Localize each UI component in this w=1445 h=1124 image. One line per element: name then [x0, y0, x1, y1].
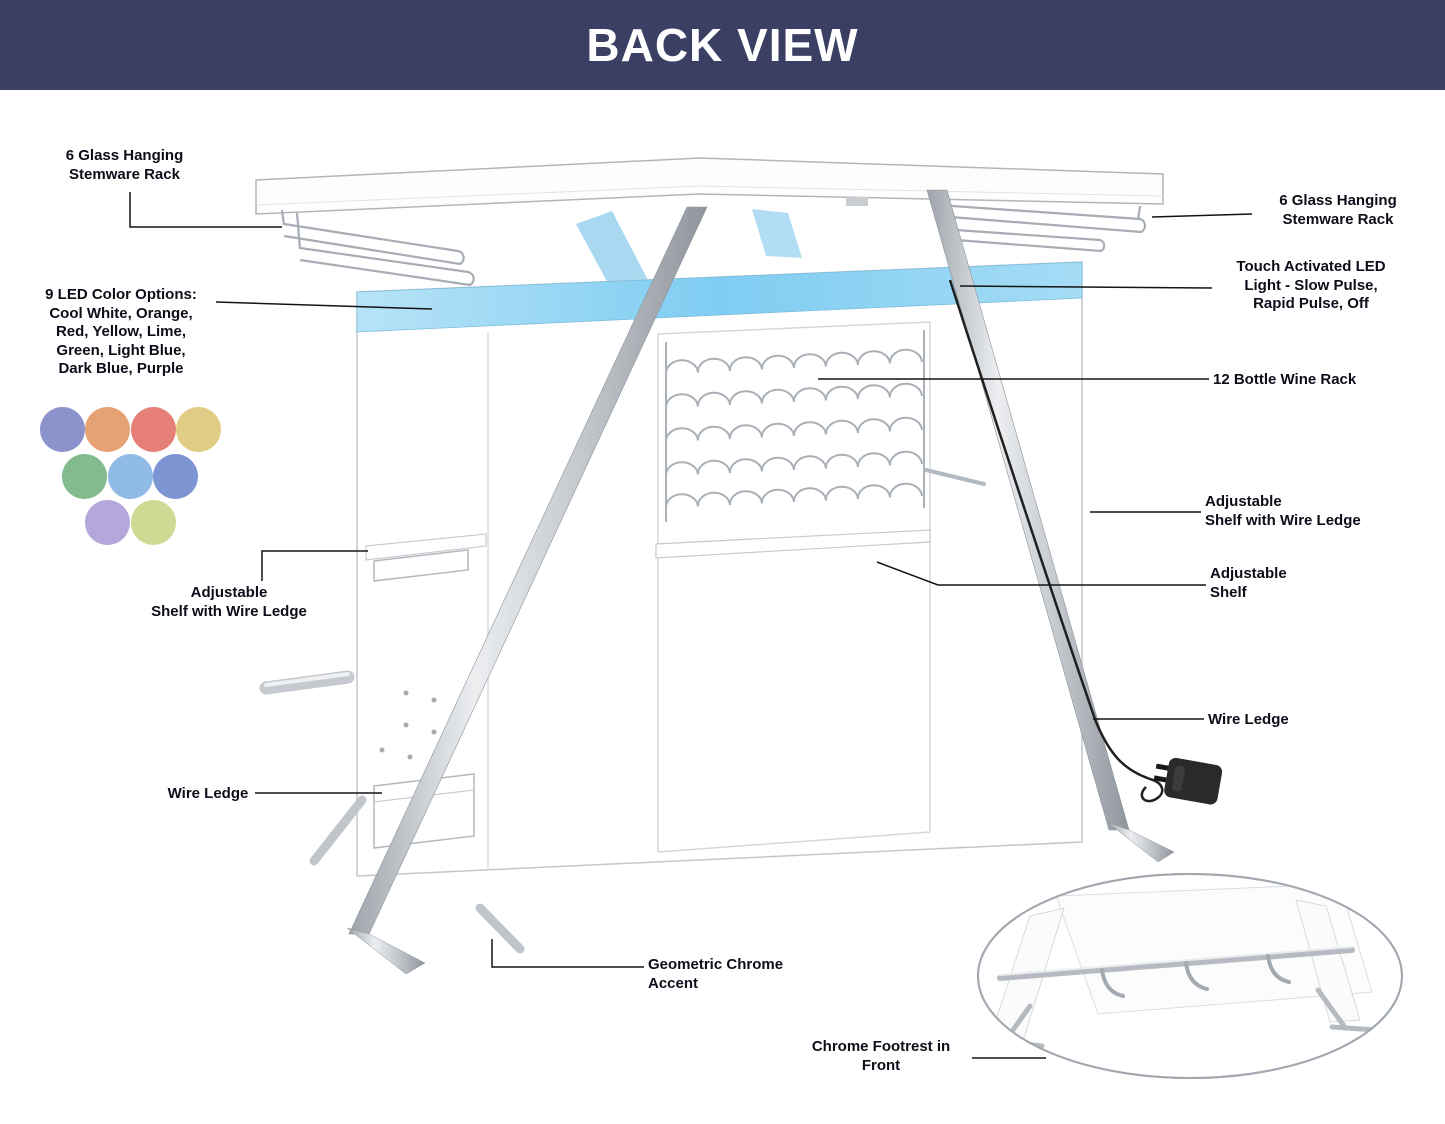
led-swatch-orange: [85, 407, 130, 452]
stemware-rack-left-illustration: [280, 209, 475, 287]
label-chrome-footrest: Chrome Footrest in Front: [811, 1038, 951, 1074]
led-swatch-light-blue: [108, 454, 153, 499]
chrome-foot-left: [346, 927, 426, 975]
bar-counter-top: [255, 157, 1164, 215]
leader-geometric-chrome: [491, 939, 644, 968]
led-swatch-dark-blue: [153, 454, 198, 499]
led-swatch-cool-white: [40, 407, 85, 452]
geometric-chrome-foot: [475, 903, 525, 954]
leader-touch-led: [959, 285, 1213, 289]
leader-led-options: [215, 301, 433, 310]
wire-ledge-mid: [373, 549, 469, 582]
glass-reflections: [576, 209, 802, 298]
led-strip: [356, 261, 1083, 333]
chrome-footrest-bar: [997, 947, 1355, 981]
label-adjustable-shelf-wire-left: Adjustable Shelf with Wire Ledge: [151, 584, 307, 620]
shelves: [365, 529, 931, 849]
led-swatch-yellow: [176, 407, 221, 452]
leader-adjustable-shelf: [876, 561, 1206, 586]
leader-adj-shelf-left: [261, 550, 368, 581]
label-stemware-rack-right: 6 Glass Hanging Stemware Rack: [1279, 192, 1397, 228]
power-cord: [948, 279, 1164, 803]
power-adapter: [1153, 757, 1223, 805]
led-touch-sensor: [846, 197, 868, 206]
led-swatch-red: [131, 407, 176, 452]
chrome-support-left: [309, 795, 367, 866]
leader-lines: [129, 192, 1253, 1059]
leader-stemware-right: [1151, 213, 1253, 218]
wine-rack-illustration: [664, 330, 986, 522]
adjustable-shelf-left: [365, 533, 487, 561]
label-touch-activated-led: Touch Activated LED Light - Slow Pulse, …: [1236, 258, 1386, 312]
leader-stemware-left: [129, 192, 282, 228]
led-swatch-green: [62, 454, 107, 499]
header: BACK VIEW: [0, 0, 1445, 90]
footrest-hooks: [1100, 954, 1291, 998]
led-swatch-purple: [85, 500, 130, 545]
stemware-rack-right-illustration: [937, 195, 1147, 253]
label-wine-rack: 12 Bottle Wine Rack: [1213, 371, 1357, 388]
label-stemware-rack-left: 6 Glass Hanging Stemware Rack: [65, 147, 184, 183]
led-swatch-lime: [131, 500, 176, 545]
footrest-tube-end: [259, 670, 355, 695]
shelf-pin-holes: [379, 690, 437, 760]
label-geometric-chrome-accent: Geometric Chrome Accent: [648, 956, 784, 992]
label-wire-ledge-right: Wire Ledge: [1208, 711, 1289, 728]
label-led-color-options: 9 LED Color Options: Cool White, Orange,…: [45, 286, 197, 377]
adjustable-shelf-center: [655, 529, 931, 559]
chrome-foot-right: [1106, 821, 1175, 863]
footrest-detail-view: [977, 873, 1403, 1079]
label-adjustable-shelf-wire-right: Adjustable Shelf with Wire Ledge: [1205, 493, 1361, 529]
label-wire-ledge-left: Wire Ledge: [167, 785, 249, 802]
cabinet-body: [356, 261, 1083, 877]
label-adjustable-shelf: Adjustable Shelf: [1210, 565, 1287, 601]
page-title: BACK VIEW: [586, 19, 859, 71]
chrome-accents: [259, 670, 525, 954]
